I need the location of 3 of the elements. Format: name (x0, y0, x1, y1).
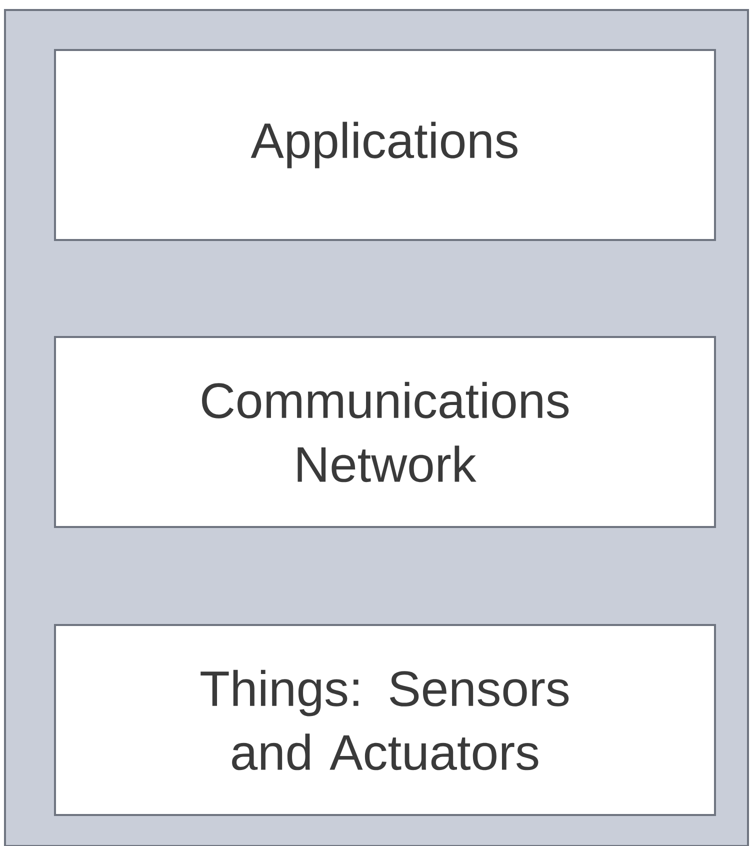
layer-box: Communications Network (54, 336, 716, 528)
layer-box: Things: Sensors and Actuators (54, 624, 716, 816)
layer-box: Applications (54, 49, 716, 241)
